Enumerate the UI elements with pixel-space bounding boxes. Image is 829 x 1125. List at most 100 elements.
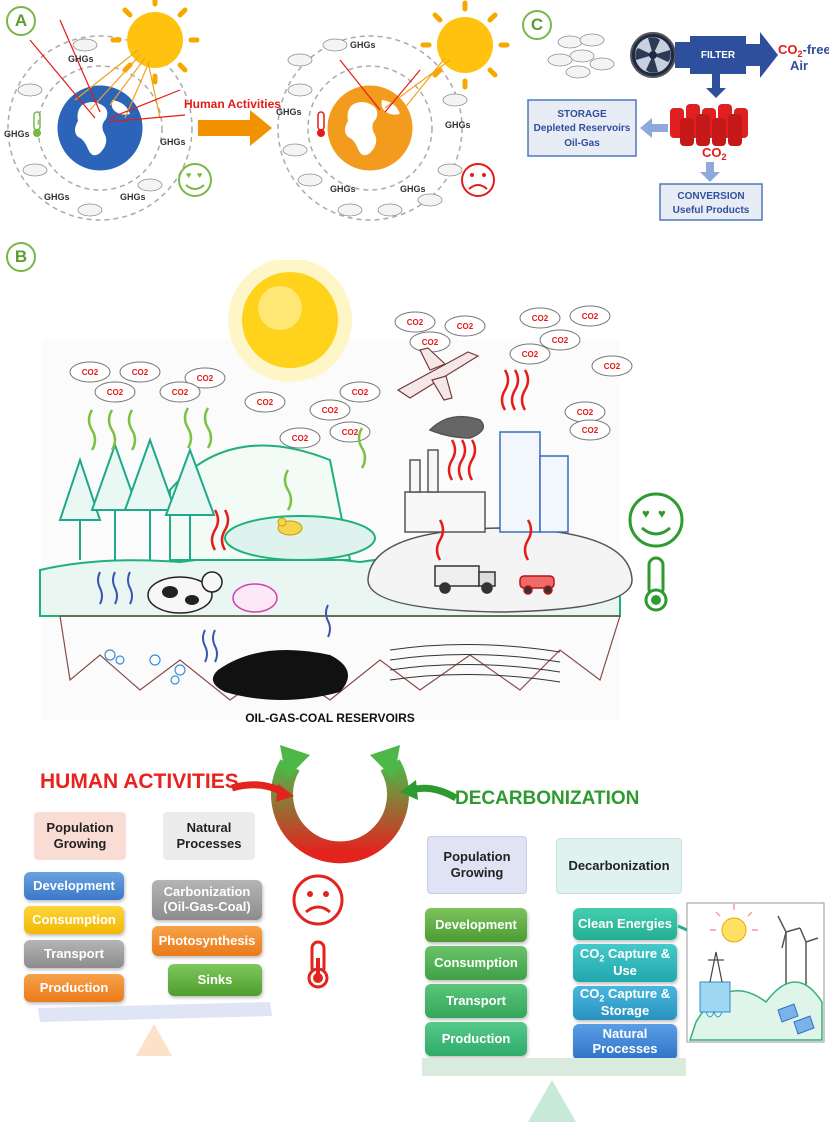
emission-arrows: [210, 369, 533, 561]
sun-rays: [74, 49, 161, 119]
cow-icon: [147, 571, 223, 614]
duck-icon: [277, 517, 303, 536]
svg-text:♥: ♥: [197, 170, 202, 180]
center-icons: [292, 874, 344, 989]
storage-line1: Depleted Reservoirs: [534, 123, 631, 134]
svg-text:CO2: CO2: [522, 350, 539, 359]
reflected-rays: [29, 19, 186, 123]
svg-text:GHGs: GHGs: [44, 192, 70, 202]
left-scale-beam: [38, 1002, 272, 1022]
co2-clouds: [69, 305, 633, 449]
svg-text:CO2: CO2: [132, 368, 149, 377]
power-pylon: [708, 951, 724, 983]
svg-text:GHGs: GHGs: [120, 192, 146, 202]
svg-text:CO2: CO2: [197, 374, 214, 383]
down-arrow: [706, 88, 726, 98]
groundwater-bubbles: [104, 649, 186, 685]
airplane-icon: [396, 347, 480, 401]
storage-arrow: [640, 118, 668, 138]
conversion-line: Useful Products: [673, 205, 750, 216]
buildings: [499, 431, 569, 533]
svg-text:CO2: CO2: [257, 398, 274, 407]
fan-icon: [630, 32, 676, 78]
thermometer-hot-icon: [317, 111, 325, 137]
storage-box: [527, 99, 637, 157]
hydro-dam: [699, 981, 731, 1018]
right-header-population: Population Growing: [427, 836, 527, 894]
svg-text:CO2: CO2: [582, 312, 599, 321]
right-scale-beam: [422, 1058, 686, 1076]
decarbonization-heading: DECARBONIZATION: [455, 788, 640, 809]
svg-text:CO2: CO2: [172, 388, 189, 397]
svg-text:CO2: CO2: [407, 318, 424, 327]
co2-label: CO2: [702, 145, 727, 162]
panel-label-b: B: [6, 242, 36, 272]
pig-icon: [232, 583, 278, 613]
storage-line2: Oil-Gas: [564, 138, 600, 149]
co2-clouds-earth2: [282, 38, 468, 217]
ghg-labels-earth1: GHGs GHGs GHGs GHGs GHGs: [4, 54, 186, 202]
svg-text:GHGs: GHGs: [68, 54, 94, 64]
thermometer-cool-icon: [644, 556, 668, 612]
right-tile-development: Development: [425, 908, 527, 942]
trapped-rays: [339, 59, 421, 113]
clean-energy-illustration: [686, 902, 825, 1043]
panel-c-diagram: FILTER CO2-free Air STORAGE Depleted Res…: [527, 32, 829, 221]
svg-text:GHGs: GHGs: [4, 129, 30, 139]
solar-panels: [777, 1003, 815, 1035]
factory-icon: [404, 415, 486, 533]
filter-label: FILTER: [701, 50, 736, 61]
svg-text:CO2: CO2: [342, 428, 359, 437]
coal-seam: [389, 643, 561, 683]
outflow-arrow: [746, 32, 778, 78]
air-label: Air: [790, 58, 808, 73]
thermometer-cool-icon: [33, 111, 41, 137]
right-header-decarbonization: Decarbonization: [556, 838, 682, 894]
cycle-arrow-left: [280, 745, 310, 779]
human-activities-arrow: [198, 110, 272, 146]
co2-cloud-cluster: [547, 33, 615, 79]
sun-icon: [420, 0, 510, 90]
cycle-arrow-right: [370, 745, 400, 779]
right-tile-co2-capture-use: CO2 Capture & Use: [573, 944, 677, 982]
svg-text:CO2: CO2: [352, 388, 369, 397]
reservoirs-label: OIL-GAS-COAL RESERVOIRS: [245, 711, 415, 725]
sun-icon: [110, 0, 200, 85]
oil-reservoir: [212, 650, 348, 700]
truck-icon: [434, 565, 496, 594]
right-tile-clean-energies: Clean Energies: [573, 908, 677, 940]
svg-text:GHGs: GHGs: [276, 107, 302, 117]
svg-text:CO2: CO2: [457, 322, 474, 331]
svg-text:♥: ♥: [186, 170, 191, 180]
svg-text:CO2: CO2: [604, 362, 621, 371]
conversion-arrow: [700, 172, 720, 182]
left-tile-photosynthesis: Photosynthesis: [152, 926, 262, 956]
svg-text:GHGs: GHGs: [330, 184, 356, 194]
svg-text:CO2: CO2: [422, 338, 439, 347]
warm-earth: [277, 35, 463, 221]
left-tile-carbonization: Carbonization (Oil-Gas-Coal): [152, 880, 262, 920]
svg-text:GHGs: GHGs: [400, 184, 426, 194]
filter-box: [690, 36, 746, 74]
panel-label-a: A: [6, 6, 36, 36]
svg-text:GHGs: GHGs: [445, 120, 471, 130]
sun-icon: [710, 904, 758, 943]
happy-face-icon: ♥ ♥: [628, 492, 684, 548]
svg-text:CO2: CO2: [82, 368, 99, 377]
car-icon: [519, 575, 555, 595]
sad-face-icon: [461, 163, 495, 197]
conversion-title: CONVERSION: [677, 191, 744, 202]
svg-text:CO2: CO2: [582, 426, 599, 435]
svg-text:CO2: CO2: [292, 434, 309, 443]
svg-text:CO2: CO2: [577, 408, 594, 417]
happy-face-icon: ♥ ♥: [178, 163, 212, 197]
underground-strata: [59, 615, 621, 701]
co2-cylinders: [670, 104, 748, 146]
cycle-diagram: [271, 745, 409, 864]
left-tile-development: Development: [24, 872, 124, 900]
decarbonization-arrow: [400, 780, 458, 802]
left-scale-fulcrum: [136, 1024, 172, 1056]
right-tile-production: Production: [425, 1022, 527, 1056]
left-tile-consumption: Consumption: [24, 906, 124, 934]
right-tile-consumption: Consumption: [425, 946, 527, 980]
